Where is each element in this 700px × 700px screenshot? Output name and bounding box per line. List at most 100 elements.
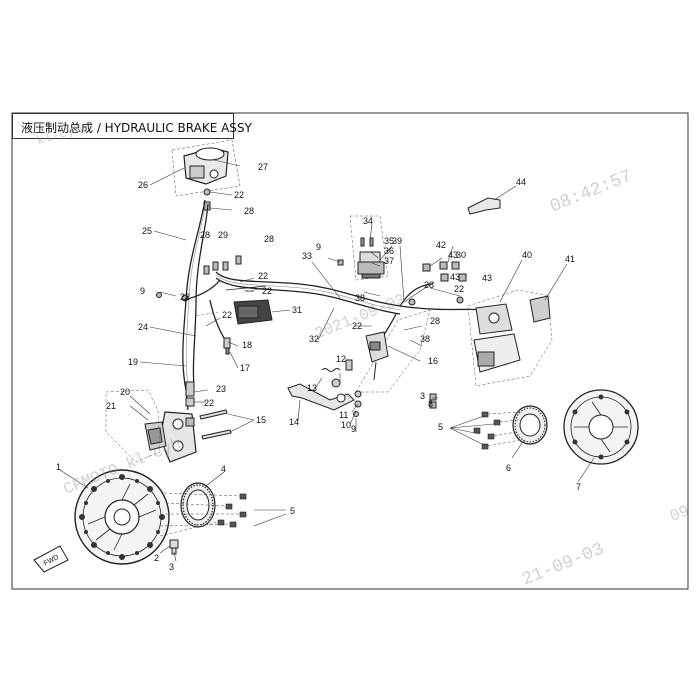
front-master-cylinder xyxy=(183,147,229,185)
abs-modulator xyxy=(225,285,273,325)
callout-38-b: 38 xyxy=(420,334,430,344)
callout-15: 15 xyxy=(256,415,266,425)
callout-14: 14 xyxy=(289,417,299,427)
callout-28-c: 28 xyxy=(264,234,274,244)
pedal-spring xyxy=(321,368,341,372)
hose-fitting-23 xyxy=(185,381,195,407)
abs-tone-ring xyxy=(180,482,216,528)
diagram-border xyxy=(11,112,689,590)
callout-30: 30 xyxy=(456,250,466,260)
rear-master-screws xyxy=(360,237,374,247)
title-box: 液压制动总成 / HYDRAULIC BRAKE ASSY xyxy=(12,113,252,139)
callout-42: 42 xyxy=(436,240,446,250)
callout-5-front: 5 xyxy=(290,506,295,516)
callout-5-rear: 5 xyxy=(438,422,443,432)
callout-27: 27 xyxy=(258,162,268,172)
front-disc-leaders xyxy=(159,492,241,537)
callout-25: 25 xyxy=(142,226,152,236)
assembly-frames xyxy=(105,215,553,463)
callout-9-top: 9 xyxy=(316,242,321,252)
front-brake-disc xyxy=(74,469,170,565)
callout-3: 3 xyxy=(169,562,174,572)
callout-29: 29 xyxy=(218,230,228,240)
callout-38-a: 38 xyxy=(355,293,365,303)
callout-33: 33 xyxy=(302,251,312,261)
callout-24: 24 xyxy=(138,322,148,332)
rear-caliper-bolts xyxy=(429,393,437,409)
front-brake-pads xyxy=(144,421,167,451)
hose-bracket xyxy=(467,197,501,215)
master-cylinder-frame xyxy=(171,139,241,197)
callout-43-c: 43 xyxy=(482,273,492,283)
front-caliper xyxy=(159,411,197,463)
callout-22-b: 22 xyxy=(258,271,268,281)
callout-22-d: 22 xyxy=(180,292,190,302)
rear-brake-master xyxy=(365,331,389,381)
pedal-hardware xyxy=(331,359,362,417)
callout-22-f: 22 xyxy=(204,398,214,408)
rear-brake-disc xyxy=(563,389,639,465)
rear-abs-ring xyxy=(512,405,548,445)
callout-2: 2 xyxy=(154,553,159,563)
callout-7: 7 xyxy=(576,482,581,492)
callout-9-pedal: 9 xyxy=(351,424,356,434)
banjo-bolts-upper xyxy=(156,188,242,302)
callout-35: 35 xyxy=(384,236,394,246)
callout-19: 19 xyxy=(128,357,138,367)
callout-16: 16 xyxy=(428,356,438,366)
rear-master-cylinder xyxy=(357,251,385,279)
callout-28-b: 28 xyxy=(200,230,210,240)
fwd-arrow: FWD xyxy=(33,545,69,573)
rear-disc-leaders xyxy=(487,411,521,447)
callout-10: 10 xyxy=(341,420,351,430)
callout-22-c: 22 xyxy=(262,286,272,296)
rear-caliper xyxy=(473,303,521,373)
bleeder-bolt xyxy=(169,539,179,555)
callout-20: 20 xyxy=(120,387,130,397)
callout-34: 34 xyxy=(363,216,373,226)
callout-22-e: 22 xyxy=(222,310,232,320)
callout-32: 32 xyxy=(309,334,319,344)
callout-36: 36 xyxy=(384,246,394,256)
callout-numbers: 1 2 3 3 4 5 5 6 7 8 9 9 9 10 11 12 13 14… xyxy=(56,162,581,572)
callout-31: 31 xyxy=(292,305,302,315)
callout-1: 1 xyxy=(56,462,61,472)
callout-26: 26 xyxy=(138,180,148,190)
callout-43-a: 43 xyxy=(448,250,458,260)
caliper-bolts xyxy=(199,409,232,440)
callout-43-b: 43 xyxy=(450,272,460,282)
rear-brake-pads xyxy=(529,295,551,323)
callout-3-rear: 3 xyxy=(420,391,425,401)
rear-line-fittings xyxy=(337,259,467,306)
callout-4: 4 xyxy=(221,464,226,474)
brake-pedal xyxy=(287,383,355,411)
callout-17: 17 xyxy=(240,363,250,373)
callout-22-g: 22 xyxy=(352,321,362,331)
callout-18: 18 xyxy=(242,340,252,350)
callout-leaders xyxy=(59,159,595,562)
callout-28-e: 28 xyxy=(430,316,440,326)
callout-13: 13 xyxy=(307,383,317,393)
callout-22-h: 22 xyxy=(454,284,464,294)
callout-6: 6 xyxy=(506,463,511,473)
front-disc-bolts xyxy=(217,493,247,528)
callout-28-d: 28 xyxy=(424,280,434,290)
callout-9-left: 9 xyxy=(140,286,145,296)
callout-39: 39 xyxy=(392,236,402,246)
callout-44: 44 xyxy=(516,177,526,187)
callout-8: 8 xyxy=(428,399,433,409)
callout-11: 11 xyxy=(339,410,348,420)
diagram-title: 液压制动总成 / HYDRAULIC BRAKE ASSY xyxy=(21,121,252,135)
callout-40: 40 xyxy=(522,250,532,260)
callout-37: 37 xyxy=(384,256,394,266)
brake-hose-inner xyxy=(185,201,401,393)
callout-22-a: 22 xyxy=(234,190,244,200)
callout-23: 23 xyxy=(216,384,226,394)
callout-28-a: 28 xyxy=(244,206,254,216)
callout-12: 12 xyxy=(336,354,346,364)
hose-fitting-17 xyxy=(223,337,231,355)
rear-disc-bolts xyxy=(473,411,501,450)
callout-21: 21 xyxy=(106,401,116,411)
